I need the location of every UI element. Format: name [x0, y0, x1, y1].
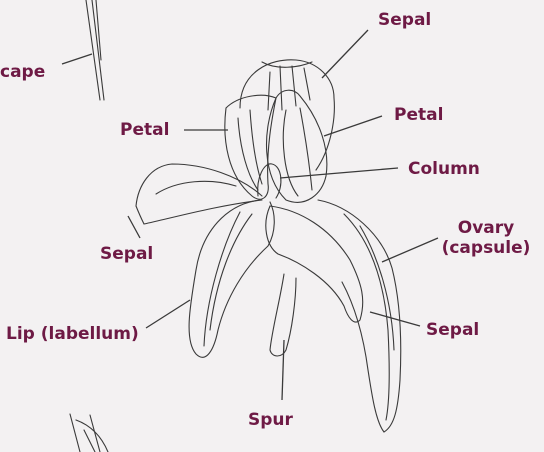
leader-sepal-bottom: [370, 312, 420, 326]
label-column: Column: [408, 159, 480, 179]
leader-lines: [62, 30, 438, 400]
label-sepal-top: Sepal: [378, 10, 431, 30]
leader-column: [280, 168, 398, 178]
label-sepal-bottom: Sepal: [426, 320, 479, 340]
label-petal-left: Petal: [120, 120, 169, 140]
leader-sepal-left: [128, 216, 140, 238]
petal-right: [267, 90, 327, 202]
leaf-fragment: [70, 414, 108, 452]
label-ovary-line1: Ovary: [432, 218, 540, 238]
label-spur: Spur: [248, 410, 293, 430]
dorsal-sepal: [240, 60, 334, 170]
spur: [270, 274, 296, 356]
leader-ovary: [382, 238, 438, 262]
label-scape: cape: [0, 62, 45, 82]
label-petal-right: Petal: [394, 105, 443, 125]
label-ovary-line2: (capsule): [432, 238, 540, 258]
orchid-illustration: [70, 0, 401, 452]
sepal-left: [136, 164, 262, 224]
label-ovary: Ovary (capsule): [432, 218, 540, 258]
label-lip: Lip (labellum): [6, 324, 139, 344]
leader-spur: [282, 340, 284, 400]
leader-sepal-top: [322, 30, 368, 78]
label-sepal-left: Sepal: [100, 244, 153, 264]
leader-scape: [62, 54, 92, 64]
lower-lobe: [266, 206, 363, 322]
lip: [189, 200, 274, 357]
scape-stem: [86, 0, 104, 100]
leader-lip: [146, 300, 190, 328]
